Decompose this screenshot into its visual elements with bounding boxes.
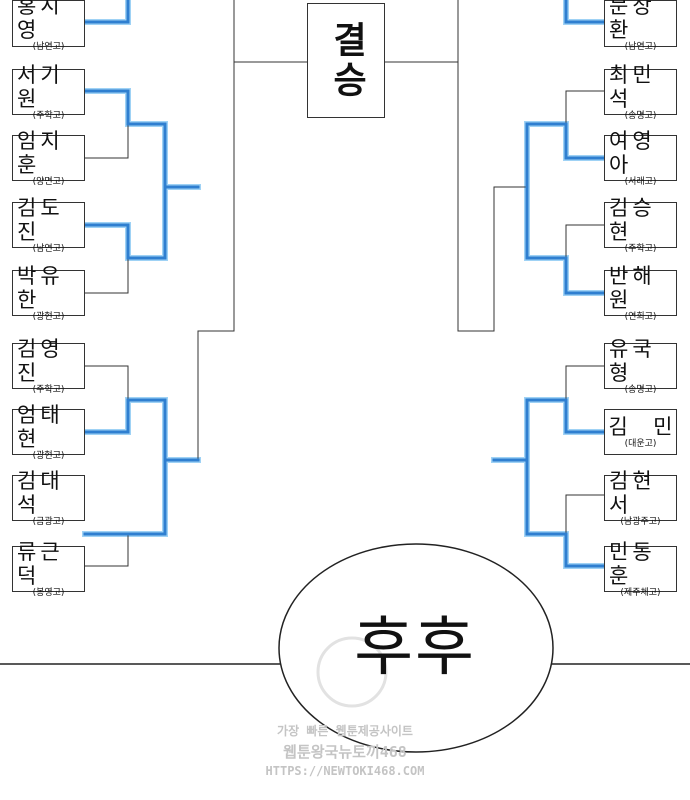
connector-line-10 bbox=[385, 61, 528, 332]
right-player-4[interactable]: 김승현 (주학고) bbox=[604, 196, 677, 254]
right-player-7[interactable]: 김 민 (대운고) bbox=[604, 409, 677, 455]
player-name: 엄태현 bbox=[17, 402, 64, 451]
player-school: (대운고) bbox=[624, 438, 657, 449]
connector-line-9 bbox=[565, 494, 604, 534]
player-school: (남연고) bbox=[32, 243, 65, 254]
connector-line-7 bbox=[565, 224, 604, 258]
final-label: 결승 bbox=[326, 20, 367, 101]
connector-line-4 bbox=[85, 534, 129, 567]
left-player-6[interactable]: 김영진 (주학고) bbox=[12, 337, 85, 395]
highlight-path-4 bbox=[83, 398, 200, 462]
connector-line-1 bbox=[85, 124, 129, 159]
player-school: (남광주고) bbox=[620, 516, 661, 527]
highlight-glow-4 bbox=[82, 397, 201, 463]
connector-line-2 bbox=[85, 258, 129, 294]
player-school: (양면고) bbox=[32, 176, 65, 187]
player-school: (주학고) bbox=[32, 110, 65, 121]
left-player-8[interactable]: 김대석 (금광고) bbox=[12, 469, 85, 527]
right-player-1[interactable]: 문상환 (남연고) bbox=[604, 0, 677, 52]
final-box: 결승 bbox=[307, 3, 385, 118]
connector-line-6 bbox=[565, 90, 604, 124]
player-school: (주학고) bbox=[624, 243, 657, 254]
player-name: 유국형 bbox=[609, 336, 656, 385]
player-name: 최민석 bbox=[609, 62, 656, 111]
highlight-path-2 bbox=[83, 89, 200, 189]
player-name: 김도진 bbox=[17, 195, 64, 244]
watermark-line-2: 웹툰왕국뉴토끼468 bbox=[283, 743, 407, 761]
highlight-glow-3 bbox=[82, 184, 168, 261]
connector-line-5 bbox=[165, 61, 307, 461]
left-player-2[interactable]: 서기원 (주학고) bbox=[12, 63, 85, 121]
highlight-glow-2 bbox=[82, 88, 201, 190]
player-name: 류근덕 bbox=[17, 539, 64, 588]
connector-line-8 bbox=[565, 365, 604, 400]
left-player-1[interactable]: 홍시영 (남연고) bbox=[12, 0, 85, 52]
player-name: 박유한 bbox=[17, 263, 64, 312]
highlight-glow-5 bbox=[82, 457, 168, 537]
right-player-2[interactable]: 최민석 (송명고) bbox=[604, 63, 677, 121]
right-player-6[interactable]: 유국형 (송명고) bbox=[604, 337, 677, 395]
player-name: 김대석 bbox=[17, 468, 64, 517]
watermark-mascot-icon bbox=[316, 636, 388, 708]
player-name: 김영진 bbox=[17, 336, 64, 385]
player-school: (송명고) bbox=[624, 110, 657, 121]
player-school: (제주체고) bbox=[620, 587, 661, 598]
left-player-5[interactable]: 박유한 (광현고) bbox=[12, 264, 85, 322]
player-school: (주학고) bbox=[32, 384, 65, 395]
left-player-4[interactable]: 김도진 (남연고) bbox=[12, 196, 85, 254]
player-school: (남연고) bbox=[624, 42, 657, 52]
player-name: 문상환 bbox=[609, 0, 656, 42]
player-school: (봉영고) bbox=[32, 587, 65, 598]
highlight-path-10 bbox=[525, 458, 606, 568]
right-player-3[interactable]: 여영아 (서래고) bbox=[604, 129, 677, 187]
player-name: 김 민 bbox=[608, 414, 677, 439]
player-name: 임지훈 bbox=[17, 128, 64, 177]
player-name: 김승현 bbox=[609, 195, 656, 244]
right-player-8[interactable]: 김현서 (남광주고) bbox=[604, 469, 677, 527]
player-name: 김현서 bbox=[609, 468, 656, 517]
connector-line-3 bbox=[85, 365, 129, 400]
highlight-path-8 bbox=[525, 256, 606, 295]
player-name: 서기원 bbox=[17, 62, 64, 111]
player-name: 여영아 bbox=[609, 128, 656, 177]
player-school: (남연고) bbox=[32, 42, 65, 52]
right-player-5[interactable]: 반해원 (연희고) bbox=[604, 264, 677, 322]
highlight-glow-6 bbox=[563, 0, 607, 25]
watermark-line-1: 가장 빠른 웹툰제공사이트 bbox=[277, 724, 413, 738]
player-name: 민동훈 bbox=[609, 539, 656, 588]
player-name: 반해원 bbox=[609, 263, 656, 312]
speech-bubble bbox=[278, 543, 554, 753]
highlight-glow-1 bbox=[82, 0, 131, 25]
player-school: (광현고) bbox=[32, 450, 65, 461]
highlight-path-5 bbox=[83, 458, 167, 536]
highlight-path-7 bbox=[525, 122, 606, 260]
highlight-path-1 bbox=[83, 0, 130, 24]
speech-bubble-text: 후후 bbox=[354, 611, 476, 685]
player-school: (광현고) bbox=[32, 311, 65, 322]
highlight-glow-9 bbox=[491, 397, 607, 463]
left-player-9[interactable]: 류근덕 (봉영고) bbox=[12, 540, 85, 598]
right-player-9[interactable]: 민동훈 (제주체고) bbox=[604, 540, 677, 598]
highlight-path-9 bbox=[492, 398, 606, 462]
player-school: (서래고) bbox=[624, 176, 657, 187]
highlight-path-6 bbox=[564, 0, 606, 24]
player-school: (연희고) bbox=[624, 311, 657, 322]
player-name: 홍시영 bbox=[17, 0, 64, 42]
player-school: (송명고) bbox=[624, 384, 657, 395]
left-player-3[interactable]: 임지훈 (양면고) bbox=[12, 129, 85, 187]
watermark-line-3: HTTPS://NEWTOKI468.COM bbox=[265, 764, 425, 778]
left-player-7[interactable]: 엄태현 (광현고) bbox=[12, 403, 85, 461]
highlight-path-3 bbox=[83, 185, 167, 260]
player-school: (금광고) bbox=[32, 516, 65, 527]
